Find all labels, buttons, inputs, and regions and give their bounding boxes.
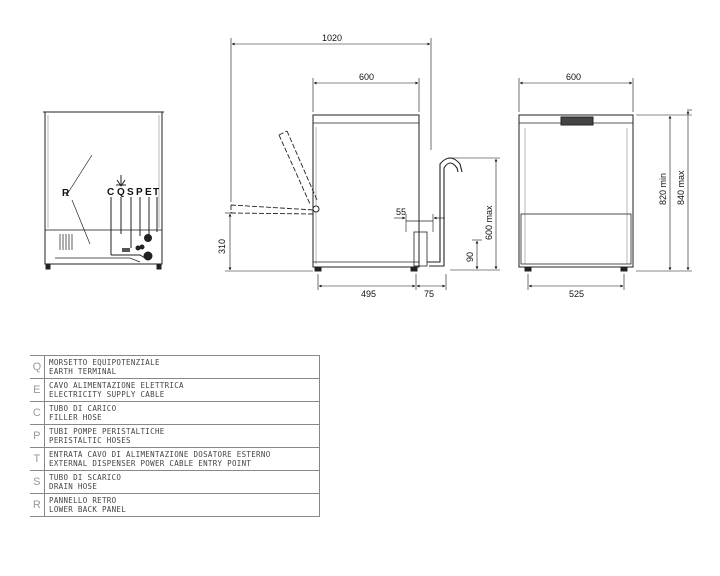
dimension-pipe-offset: 55 <box>396 207 406 217</box>
legend-text-english: PERISTALTIC HOSES <box>49 436 131 445</box>
back-view-label-r: R <box>62 188 70 199</box>
dimension-drain-height: 90 <box>465 252 475 262</box>
dimension-side-depth: 600 <box>359 72 374 82</box>
legend-text-english: LOWER BACK PANEL <box>49 505 127 514</box>
legend-code: S <box>30 470 45 494</box>
connection-label-t: T <box>153 187 159 198</box>
legend-text-italian: ENTRATA CAVO DI ALIMENTAZIONE DOSATORE E… <box>49 450 271 459</box>
front-view <box>518 114 634 272</box>
legend-text-italian: TUBO DI CARICO <box>49 404 117 413</box>
legend-text-english: EXTERNAL DISPENSER POWER CABLE ENTRY POI… <box>49 459 252 468</box>
legend-text-english: EARTH TERMINAL <box>49 367 117 376</box>
legend-text-italian: MORSETTO EQUIPOTENZIALE <box>49 358 160 367</box>
legend-code: T <box>30 447 45 471</box>
dimension-front-width: 600 <box>566 72 581 82</box>
dimension-drain-max-height: 600 max <box>484 205 494 240</box>
legend-description: ENTRATA CAVO DI ALIMENTAZIONE DOSATORE E… <box>44 447 320 471</box>
legend-text-italian: TUBO DI SCARICO <box>49 473 122 482</box>
legend-row: T ENTRATA CAVO DI ALIMENTAZIONE DOSATORE … <box>30 447 320 471</box>
front-view-dimensions <box>518 78 692 290</box>
dimension-height-min: 820 min <box>658 173 668 205</box>
dimension-front-base-width: 525 <box>569 289 584 299</box>
legend-code: E <box>30 378 45 402</box>
connection-label-p: P <box>136 187 143 198</box>
back-view-connection-labels: C Q S P E T <box>107 187 159 198</box>
side-view <box>230 114 463 272</box>
connection-label-c: C <box>107 187 114 198</box>
dimension-rear-gap: 75 <box>424 289 434 299</box>
connection-label-q: Q <box>117 187 125 198</box>
connection-label-e: E <box>145 187 152 198</box>
legend-code: R <box>30 493 45 517</box>
legend-text-italian: TUBI POMPE PERISTALTICHE <box>49 427 165 436</box>
connection-label-s: S <box>127 187 134 198</box>
legend-code: P <box>30 424 45 448</box>
dimension-door-height: 310 <box>217 239 227 254</box>
legend-text-italian: CAVO ALIMENTAZIONE ELETTRICA <box>49 381 184 390</box>
legend-text-english: ELECTRICITY SUPPLY CABLE <box>49 390 165 399</box>
dimension-height-max: 840 max <box>676 170 686 205</box>
legend-text-english: FILLER HOSE <box>49 413 102 422</box>
legend-code: C <box>30 401 45 425</box>
legend-code: Q <box>30 355 45 379</box>
legend-text-italian: PANNELLO RETRO <box>49 496 117 505</box>
side-view-dimensions <box>225 38 500 290</box>
dimension-base-depth: 495 <box>361 289 376 299</box>
dimension-overall-width: 1020 <box>322 33 342 43</box>
legend-text-english: DRAIN HOSE <box>49 482 98 491</box>
back-view <box>43 111 164 270</box>
